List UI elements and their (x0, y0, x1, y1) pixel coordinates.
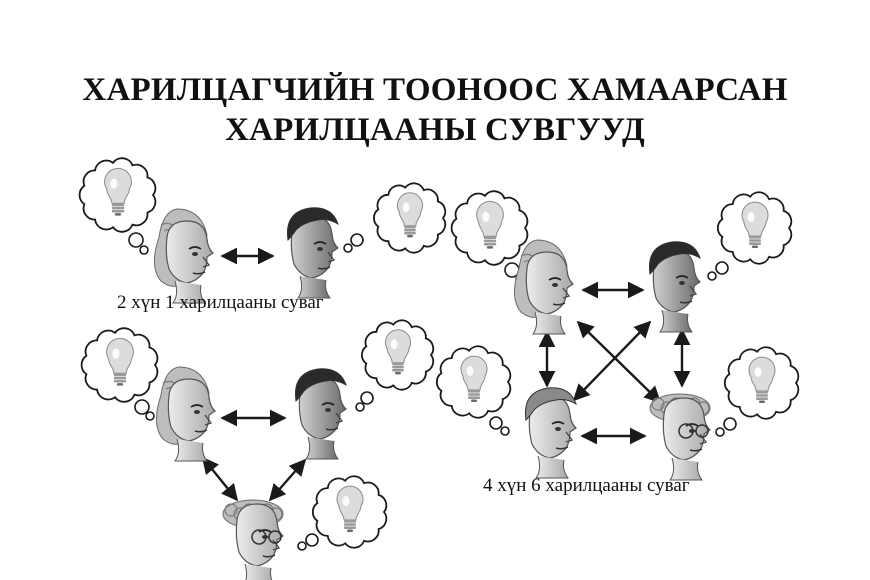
page-title: ХАРИЛЦАГЧИЙН ТООНООС ХАМААРСАН ХАРИЛЦААН… (0, 70, 870, 150)
thought-bubbles (78, 157, 800, 551)
title-line-1: ХАРИЛЦАГЧИЙН ТООНООС ХАМААРСАН (82, 72, 788, 108)
bubble-tail (297, 541, 307, 551)
bubble-tail (350, 233, 364, 247)
thought-bubble (297, 475, 388, 551)
idea-bulb-icon (336, 485, 364, 532)
caption-four-people: 4 хүн 6 харилцааны суваг (483, 475, 690, 496)
elder-face-icon (222, 499, 285, 580)
bubble-tail (134, 399, 150, 415)
bubble-tail (500, 426, 510, 436)
channel-arrow (576, 320, 662, 404)
bubble-tail (707, 271, 717, 281)
channel-arrow (201, 456, 239, 502)
bubble-tail (128, 232, 144, 248)
idea-bulb-icon (748, 356, 776, 403)
bubble-tail (360, 391, 374, 405)
caption-two-people: 2 хүн 1 харилцааны суваг (117, 292, 324, 313)
idea-bulb-icon (741, 201, 769, 248)
thought-bubble (355, 319, 435, 412)
bubble-tail (139, 245, 149, 255)
elder-face-icon (649, 393, 712, 481)
woman-face-icon (156, 366, 217, 462)
title-line-2: ХАРИЛЦААНЫ СУВГУУД (225, 112, 645, 148)
idea-bulb-icon (104, 167, 132, 216)
man-face-icon (286, 207, 340, 299)
thought-bubble (450, 190, 529, 284)
communication-channels (201, 247, 691, 502)
people (154, 207, 712, 580)
idea-bulb-icon (460, 355, 488, 402)
thought-bubble (80, 327, 159, 421)
bubble-tail (355, 402, 365, 412)
idea-bulb-icon (384, 329, 412, 375)
channel-arrow (572, 320, 652, 402)
thought-bubble (343, 182, 447, 254)
man-face-icon (524, 387, 578, 479)
idea-bulb-icon (106, 337, 134, 386)
man-face-icon (294, 368, 348, 460)
bubble-tail (305, 533, 319, 547)
bubble-tail (343, 243, 353, 253)
bubble-tail (145, 411, 155, 421)
thought-bubble (435, 345, 512, 436)
woman-face-icon (514, 239, 575, 335)
bubble-tail (715, 261, 729, 275)
thought-bubble (715, 346, 800, 437)
bubble-tail (489, 416, 503, 430)
idea-bulb-icon (476, 200, 504, 249)
bubble-tail (723, 417, 737, 431)
idea-bulb-icon (396, 192, 424, 238)
woman-face-icon (154, 208, 215, 304)
thought-bubble (78, 157, 157, 255)
man-face-icon (648, 241, 702, 333)
thought-bubble (707, 191, 793, 281)
bubble-tail (715, 427, 725, 437)
channel-arrow (268, 458, 307, 502)
